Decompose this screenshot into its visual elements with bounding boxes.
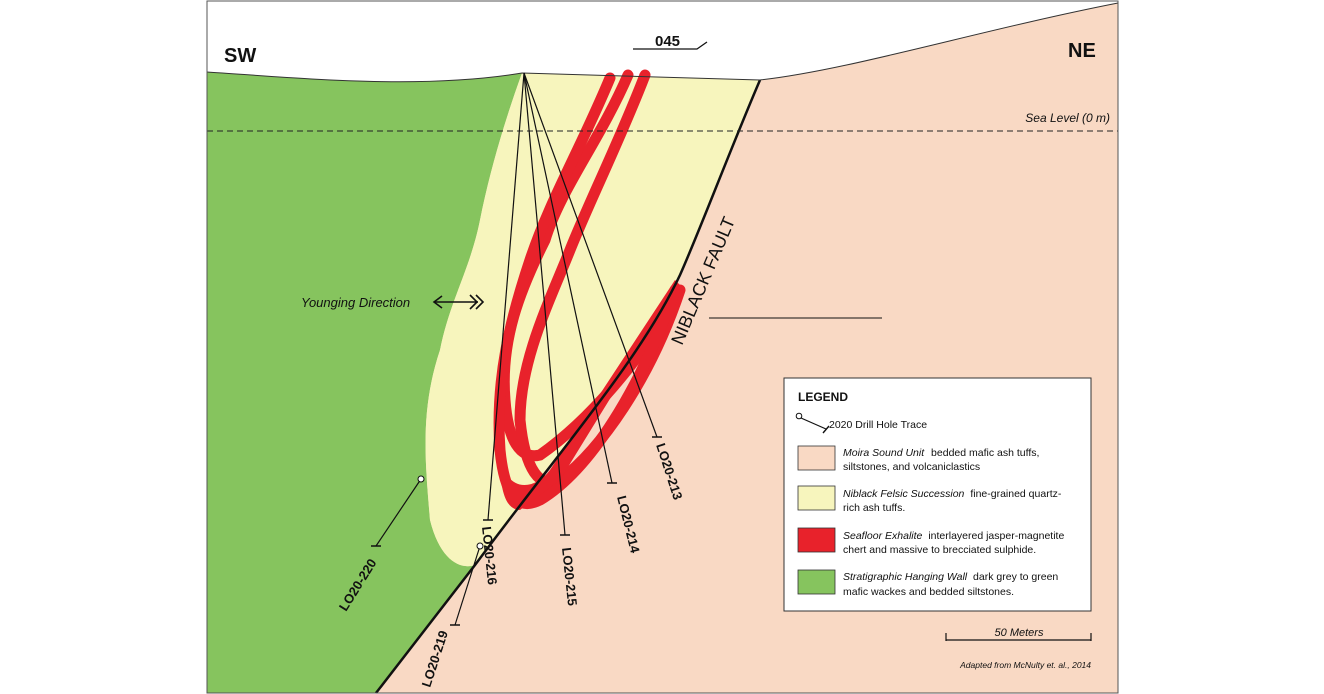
niblack-fault-line bbox=[375, 79, 762, 694]
drill-label-215: LO20-215 bbox=[559, 547, 580, 607]
ne-label: NE bbox=[1068, 40, 1096, 62]
legend-hanging-wall-name: Stratigraphic Hanging Wall bbox=[843, 571, 968, 583]
legend-title: LEGEND bbox=[798, 390, 848, 404]
legend-hanging-wall-desc2: mafic wackes and bedded siltstones. bbox=[843, 586, 1014, 598]
legend-swatch-moira bbox=[797, 445, 836, 471]
legend-swatch-hanging-wall bbox=[797, 569, 836, 595]
legend-hanging-wall-desc1: dark grey to green bbox=[973, 571, 1058, 583]
legend-drill-trace-icon bbox=[800, 417, 827, 430]
legend-niblack-desc1: fine-grained quartz- bbox=[970, 488, 1062, 500]
legend: LEGEND 2020 Drill Hole Trace Moira Sound… bbox=[783, 377, 1092, 612]
legend-niblack-desc2: rich ash tuffs. bbox=[843, 502, 905, 514]
younging-label: Younging Direction bbox=[301, 295, 410, 310]
exhalite-lower-lens bbox=[500, 280, 680, 510]
legend-moira-desc2: siltstones, and volcaniclastics bbox=[843, 461, 980, 473]
legend-hanging-wall-line1: Stratigraphic Hanging Wall dark grey to … bbox=[843, 571, 1058, 583]
legend-drill-tick-icon bbox=[822, 425, 830, 434]
drill-hole-traces bbox=[375, 72, 658, 626]
younging-arrow-icon bbox=[432, 294, 485, 310]
drill-label-216: LO20-216 bbox=[479, 526, 500, 586]
legend-drill-collar-icon bbox=[795, 412, 803, 420]
legend-swatch-niblack bbox=[797, 485, 836, 511]
legend-exhalite-desc1: interlayered jasper-magnetite bbox=[928, 530, 1064, 542]
credit-text: Adapted from McNulty et. al., 2014 bbox=[959, 660, 1091, 670]
drill-collar-220-icon bbox=[417, 475, 425, 483]
legend-exhalite-desc2: chert and massive to brecciated sulphide… bbox=[843, 544, 1036, 556]
sea-level-label: Sea Level (0 m) bbox=[1025, 111, 1110, 125]
legend-swatch-exhalite bbox=[797, 527, 836, 553]
hanging-wall-area bbox=[207, 72, 522, 693]
legend-niblack-name: Niblack Felsic Succession bbox=[843, 488, 965, 500]
legend-moira-line1: Moira Sound Unit bedded mafic ash tuffs, bbox=[843, 447, 1039, 459]
legend-exhalite-name: Seafloor Exhalite bbox=[843, 530, 923, 542]
legend-exhalite-line1: Seafloor Exhalite interlayered jasper-ma… bbox=[843, 530, 1064, 542]
sw-label: SW bbox=[224, 45, 256, 67]
azimuth-arrow-icon bbox=[633, 41, 708, 50]
legend-niblack-line1: Niblack Felsic Succession fine-grained q… bbox=[843, 488, 1062, 500]
drill-collar-219-icon bbox=[476, 542, 484, 550]
legend-moira-name: Moira Sound Unit bbox=[843, 447, 925, 459]
drill-hole-end-ticks bbox=[371, 436, 662, 626]
section-frame bbox=[206, 0, 1119, 694]
legend-drill-trace-label: 2020 Drill Hole Trace bbox=[829, 419, 927, 431]
topography-line bbox=[206, 2, 1119, 83]
scale-label: 50 Meters bbox=[995, 627, 1044, 639]
legend-moira-desc1: bedded mafic ash tuffs, bbox=[931, 447, 1039, 459]
azimuth-label: 045 bbox=[655, 33, 680, 50]
scale-bar bbox=[945, 633, 1092, 641]
